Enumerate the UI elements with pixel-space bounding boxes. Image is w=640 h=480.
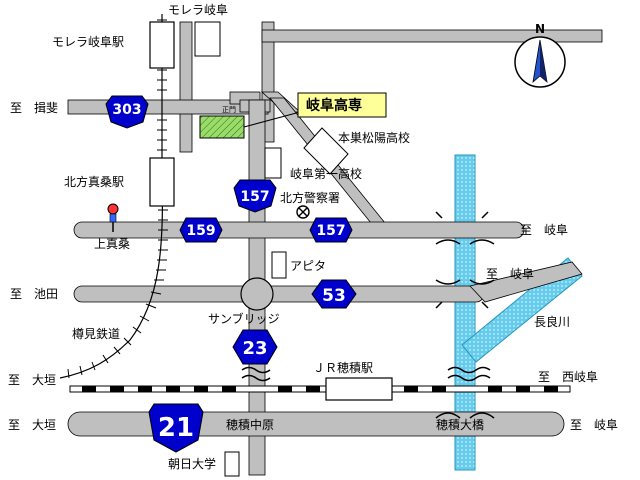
route-159-shield bbox=[179, 217, 223, 243]
hozumi-ohashi-label: 穂積大橋 bbox=[436, 417, 484, 432]
route-23-shield bbox=[232, 329, 278, 365]
morera-mall-building bbox=[194, 21, 221, 57]
route-159-number: 159 bbox=[186, 223, 215, 239]
jr-hozumi-station-marker bbox=[325, 377, 393, 401]
seimon-label: 正門 bbox=[222, 106, 236, 114]
route-21-number: 21 bbox=[158, 413, 194, 443]
buildings bbox=[194, 21, 349, 477]
morera-gifu-top-label: モレラ岐阜 bbox=[168, 3, 228, 17]
morera-gifu-station-label: モレラ岐阜駅 bbox=[52, 35, 124, 49]
route-shields bbox=[105, 95, 357, 453]
kami-makuwa-stop-icon bbox=[107, 203, 119, 232]
road-53 bbox=[73, 285, 485, 303]
direction-gifu-159-label: 至 岐阜 bbox=[520, 223, 568, 237]
route-157-east-shield bbox=[309, 217, 353, 243]
road-159 bbox=[73, 221, 525, 239]
route-21-shield bbox=[148, 403, 204, 453]
kami-makuwa-label: 上真桑 bbox=[94, 237, 130, 251]
direction-nishigifu-label: 至 西岐阜 bbox=[538, 370, 598, 384]
road-top-horizontal bbox=[261, 29, 603, 43]
route-157-north-number: 157 bbox=[240, 189, 269, 205]
kitagata-makuwa-station-marker bbox=[149, 157, 175, 207]
direction-gifu-53-label: 至 岐阜 bbox=[486, 267, 534, 281]
direction-ibi-label: 至 揖斐 bbox=[10, 101, 58, 115]
route-23-number: 23 bbox=[242, 338, 267, 359]
sun-bridge-rotary bbox=[240, 277, 274, 311]
callout-pointer bbox=[243, 111, 301, 128]
gifu-kosen-callout bbox=[297, 92, 387, 118]
gifu-kosen-campus bbox=[199, 115, 245, 139]
kitagata-police-label: 北方警察署 bbox=[280, 190, 340, 205]
asahi-univ-label: 朝日大学 bbox=[168, 456, 216, 471]
road-top-vertical-left bbox=[179, 21, 193, 153]
tarumi-railway-label: 樽見鉄道 bbox=[72, 326, 120, 341]
roads bbox=[67, 21, 603, 476]
direction-gifu-21-label: 至 岐阜 bbox=[570, 418, 618, 432]
crossing-marks bbox=[241, 211, 495, 419]
morera-gifu-station-marker bbox=[149, 21, 175, 69]
route-53-shield bbox=[311, 279, 357, 309]
gifu-daiichi-building bbox=[264, 147, 282, 179]
direction-ogaki-21-label: 至 大垣 bbox=[8, 418, 56, 432]
gifu-kosen-label: 岐阜高専 bbox=[306, 97, 362, 114]
direction-ikeda-label: 至 池田 bbox=[10, 287, 58, 301]
apita-building bbox=[271, 251, 287, 279]
route-303-shield bbox=[105, 95, 149, 129]
asahi-univ-building bbox=[224, 451, 240, 477]
compass-north-letter: N bbox=[535, 22, 545, 36]
police-station-icon bbox=[296, 205, 310, 219]
route-157-north-shield bbox=[233, 179, 277, 213]
kitagata-makuwa-station-label: 北方真桑駅 bbox=[64, 174, 124, 189]
apita-label: アピタ bbox=[290, 259, 326, 273]
motosu-shoyo-label: 本巣松陽高校 bbox=[338, 130, 410, 145]
motosu-shoyo-building bbox=[303, 127, 349, 175]
route-157-east-number: 157 bbox=[316, 223, 345, 239]
compass-icon bbox=[514, 36, 566, 88]
jr-hozumi-station-label: ＪＲ穂積駅 bbox=[313, 360, 373, 375]
sun-bridge-label: サンブリッジ bbox=[208, 311, 280, 326]
jr-tokaido-line bbox=[69, 385, 571, 393]
route-53-number: 53 bbox=[322, 286, 346, 306]
hozumi-nakahara-label: 穂積中原 bbox=[226, 417, 274, 432]
direction-ogaki-rail-label: 至 大垣 bbox=[8, 373, 56, 387]
gifu-daiichi-label: 岐阜第一高校 bbox=[290, 166, 362, 181]
route-303-number: 303 bbox=[112, 102, 141, 118]
road-53-east bbox=[469, 261, 583, 303]
nagara-river-label: 長良川 bbox=[534, 314, 570, 329]
